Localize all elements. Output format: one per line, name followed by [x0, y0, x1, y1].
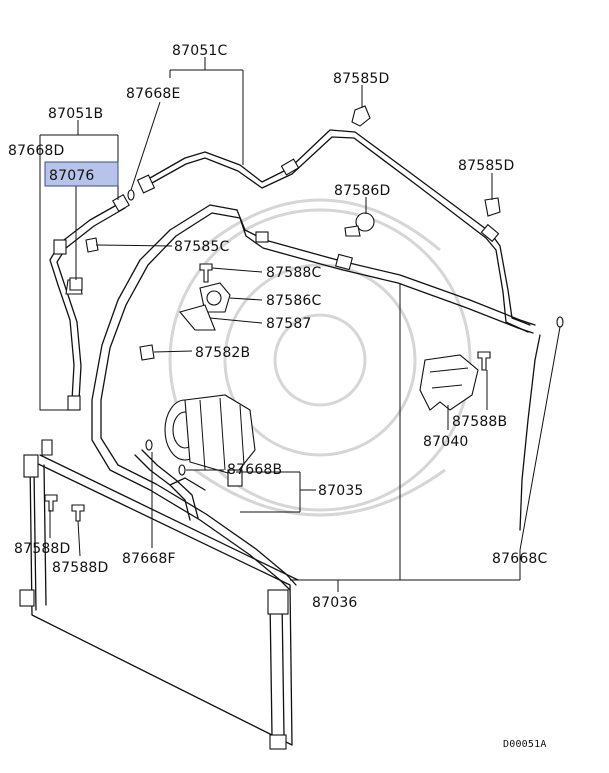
part-labels: 87051C 87668E 87585D 87051B 87668D 87076… [8, 43, 548, 750]
bolt-87588D-a [44, 494, 58, 512]
label-87586C[interactable]: 87586C [266, 293, 322, 309]
condenser [19, 439, 299, 750]
plate-87587 [179, 304, 216, 331]
label-87588D-a[interactable]: 87588D [14, 541, 71, 557]
bolt-87588D-b [71, 504, 85, 522]
clamp-87586D [344, 212, 375, 237]
watermark-emblem [168, 198, 472, 517]
bolt-87588C [199, 263, 213, 283]
highlight-87076 [44, 161, 119, 187]
o-ring-87668B [178, 464, 186, 476]
label-87668E[interactable]: 87668E [126, 86, 181, 102]
label-87586D[interactable]: 87586D [334, 183, 391, 199]
label-87587[interactable]: 87587 [266, 316, 312, 332]
clip-87585C [85, 237, 99, 253]
pipe-87036 [91, 204, 536, 591]
leader-lines [39, 57, 561, 592]
label-87668B[interactable]: 87668B [227, 462, 282, 478]
compressor [164, 394, 256, 487]
label-87668D[interactable]: 87668D [8, 143, 65, 159]
bracket-87040 [419, 354, 479, 411]
clip-87585D-top [351, 105, 371, 127]
label-87585D-right[interactable]: 87585D [458, 158, 515, 174]
o-ring-87668C [556, 316, 564, 328]
label-87588D-b[interactable]: 87588D [52, 560, 109, 576]
o-ring-87668E [127, 189, 135, 201]
clip-87582B [139, 344, 155, 361]
label-87040[interactable]: 87040 [423, 434, 469, 450]
label-87036[interactable]: 87036 [312, 595, 358, 611]
clamp-87586C [199, 282, 231, 313]
label-87076[interactable]: 87076 [49, 168, 95, 184]
label-87588B[interactable]: 87588B [452, 414, 507, 430]
pipe-right-riser [519, 334, 541, 531]
label-87585D-top[interactable]: 87585D [333, 71, 390, 87]
label-87035[interactable]: 87035 [318, 483, 364, 499]
bolt-87588B [477, 351, 491, 371]
label-87588C[interactable]: 87588C [266, 265, 322, 281]
o-ring-87668F [145, 439, 153, 451]
switch-87076 [69, 277, 83, 291]
label-87585C[interactable]: 87585C [174, 239, 230, 255]
pipe-87051C [136, 129, 531, 333]
label-87051C[interactable]: 87051C [172, 43, 228, 59]
label-87051B[interactable]: 87051B [48, 106, 103, 122]
clip-87585D-right [484, 197, 501, 217]
label-87668C[interactable]: 87668C [492, 551, 548, 567]
label-87582B[interactable]: 87582B [195, 345, 250, 361]
label-87668F[interactable]: 87668F [122, 551, 176, 567]
diagram-code: D00051A [503, 739, 547, 750]
